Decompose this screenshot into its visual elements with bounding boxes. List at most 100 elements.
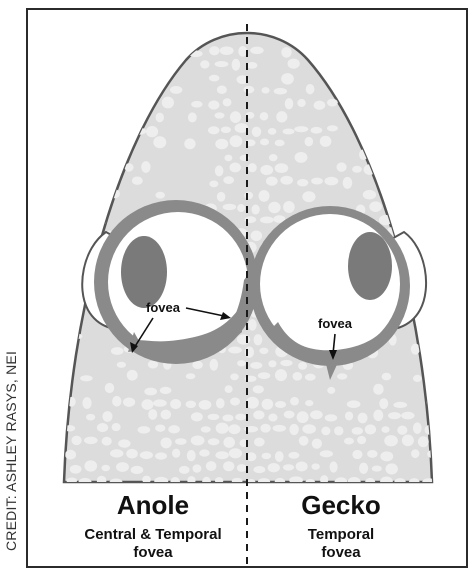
- scale: [230, 397, 240, 405]
- scale: [65, 271, 73, 277]
- scale: [88, 178, 98, 189]
- scale: [260, 424, 270, 433]
- scale: [408, 140, 420, 147]
- scale: [86, 414, 95, 421]
- scale: [337, 373, 347, 379]
- scale: [209, 75, 220, 82]
- scale: [276, 111, 287, 122]
- scale: [384, 435, 398, 446]
- scale: [379, 88, 393, 96]
- scale: [160, 387, 172, 394]
- scale: [148, 409, 157, 420]
- scale: [352, 450, 362, 459]
- scale: [413, 375, 422, 382]
- scale: [215, 451, 228, 459]
- scale: [393, 402, 407, 408]
- scale: [411, 449, 419, 458]
- scale: [145, 73, 158, 79]
- scale: [381, 426, 389, 433]
- scale: [223, 98, 232, 106]
- scale: [294, 126, 308, 132]
- scale: [259, 190, 270, 202]
- scale: [283, 464, 294, 470]
- scale: [153, 136, 166, 148]
- photo-credit: CREDIT: ASHLEY RASYS, NEI: [0, 0, 22, 571]
- scale: [330, 461, 338, 472]
- scale: [168, 425, 180, 433]
- scale: [248, 163, 257, 172]
- scale: [172, 449, 180, 458]
- scale: [220, 46, 234, 55]
- scale: [201, 426, 211, 432]
- scale: [117, 362, 126, 368]
- scale: [387, 46, 398, 57]
- scale: [283, 201, 295, 213]
- anole-subtitle-line2: fovea: [58, 544, 248, 562]
- scale: [247, 62, 258, 69]
- scale: [65, 62, 74, 70]
- scale: [102, 98, 111, 110]
- scale: [216, 398, 225, 408]
- scale: [164, 48, 172, 57]
- gecko-title: Gecko: [256, 490, 426, 521]
- scale: [170, 86, 182, 94]
- scale: [254, 438, 265, 447]
- scale: [191, 435, 205, 445]
- scale: [217, 85, 227, 94]
- scale: [266, 177, 278, 186]
- scale: [80, 216, 94, 228]
- scale: [258, 372, 271, 379]
- scale: [210, 359, 219, 371]
- scale: [418, 436, 429, 447]
- scale: [302, 424, 316, 434]
- scale: [138, 426, 151, 434]
- scale: [238, 46, 247, 57]
- scale: [179, 466, 190, 474]
- scale: [184, 138, 195, 149]
- scale: [80, 375, 93, 381]
- scale: [73, 177, 85, 186]
- scale: [208, 100, 219, 109]
- scale: [87, 74, 99, 82]
- scale: [311, 127, 323, 134]
- scale: [296, 461, 308, 471]
- scale: [64, 318, 73, 329]
- scale: [382, 373, 392, 381]
- scale: [223, 204, 236, 210]
- scale: [230, 135, 243, 147]
- scale: [232, 478, 243, 484]
- scale: [312, 49, 321, 55]
- scale: [260, 139, 269, 146]
- scale: [237, 204, 245, 212]
- scale: [87, 229, 97, 240]
- scale: [112, 423, 121, 431]
- scale: [312, 438, 322, 448]
- scale: [102, 437, 112, 446]
- scale: [334, 426, 343, 435]
- scale: [160, 410, 171, 420]
- scale: [102, 411, 112, 422]
- scale: [191, 412, 203, 421]
- scale: [154, 477, 168, 486]
- scale: [155, 424, 165, 431]
- scale: [215, 139, 228, 149]
- scale: [162, 97, 174, 109]
- scale: [372, 465, 382, 471]
- scale: [84, 460, 97, 471]
- scale: [155, 192, 164, 199]
- scale: [141, 161, 150, 173]
- scale: [394, 478, 405, 486]
- scale: [187, 476, 195, 484]
- scale: [365, 424, 376, 434]
- scale: [351, 112, 363, 121]
- scale: [191, 101, 202, 108]
- scale: [251, 230, 263, 241]
- scale: [413, 422, 422, 434]
- scale: [100, 125, 111, 134]
- scale: [268, 128, 277, 135]
- gecko-subtitle-line1: Temporal: [256, 526, 426, 544]
- scale: [281, 73, 294, 84]
- scale: [385, 463, 397, 474]
- scale: [297, 179, 308, 186]
- scale: [156, 113, 164, 123]
